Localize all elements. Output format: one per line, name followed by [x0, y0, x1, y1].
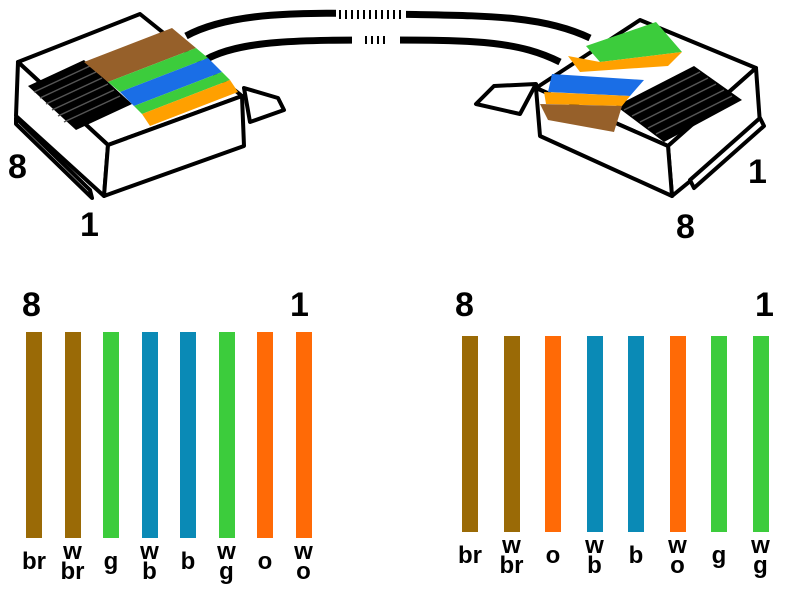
wire-strip	[218, 332, 235, 538]
wire-color-label-part: w	[294, 538, 313, 565]
wire-strip	[628, 336, 644, 532]
wire-strip	[752, 336, 769, 532]
wire-color-label-part: br	[60, 558, 85, 585]
wire-color-label: g	[89, 548, 133, 575]
wire-color-label: g	[697, 542, 741, 569]
wire-color-label-part: w	[63, 538, 82, 565]
wire-strip	[586, 336, 603, 532]
wire-color-label-part: br	[499, 552, 524, 579]
wire-color-label-part: br	[458, 542, 482, 569]
wire-color-label-part: w	[502, 532, 521, 559]
wire-color-label-part: b	[587, 552, 602, 579]
wire-color-label-part: o	[545, 542, 561, 569]
wire-strip	[295, 332, 312, 538]
wire-color-label-part: br	[22, 548, 46, 575]
wire-color-label-part: w	[585, 532, 604, 559]
wire-color-label-part: o	[670, 552, 685, 579]
wire-color-label: br	[12, 548, 56, 575]
wire-color-label: o	[531, 542, 575, 569]
wire-color-label-part: w	[751, 532, 770, 559]
wire-color-label: b	[614, 542, 658, 569]
wire-strip	[103, 332, 119, 538]
wire-strip	[141, 332, 158, 538]
wire-color-label: br	[448, 542, 492, 569]
right-diagram-pin-1-label: 1	[755, 286, 774, 324]
wire-color-label-part: w	[668, 532, 687, 559]
wire-strip	[257, 332, 273, 538]
right-diagram-pin-8-label: 8	[455, 286, 474, 324]
wire-strip	[180, 332, 196, 538]
wire-color-label-part: g	[219, 558, 234, 585]
wire-strip	[545, 336, 561, 532]
wire-color-label-part: b	[180, 548, 196, 575]
wire-color-label-part: b	[142, 558, 157, 585]
wire-strip	[462, 336, 478, 532]
wire-strip	[669, 336, 686, 532]
right-rj45-plug	[474, 18, 766, 198]
wire-color-label-part: w	[140, 538, 159, 565]
left-diagram-pin-8-label: 8	[22, 286, 41, 324]
wire-color-label-part: g	[103, 548, 119, 575]
right-plug-pin-bottom-label: 8	[676, 208, 695, 246]
wire-strip	[26, 332, 42, 538]
wire-color-label-part: b	[628, 542, 644, 569]
wire-color-label: b	[166, 548, 210, 575]
wire-strip	[64, 332, 81, 538]
crossover-cable-illustration	[14, 8, 766, 200]
wire-color-label-part: g	[753, 552, 768, 579]
left-diagram-pin-1-label: 1	[290, 286, 309, 324]
left-plug-pin-bottom-label: 1	[80, 206, 99, 244]
wire-color-label-part: o	[257, 548, 273, 575]
right-plug-pin-top-label: 1	[748, 153, 767, 191]
wire-strip	[711, 336, 727, 532]
wire-color-label: o	[243, 548, 287, 575]
wire-color-label-part: w	[217, 538, 236, 565]
wire-color-label-part: o	[296, 558, 311, 585]
wire-strip	[503, 336, 520, 532]
left-rj45-plug	[14, 12, 286, 200]
left-plug-pin-top-label: 8	[8, 148, 27, 186]
wire-color-label-part: g	[711, 542, 727, 569]
